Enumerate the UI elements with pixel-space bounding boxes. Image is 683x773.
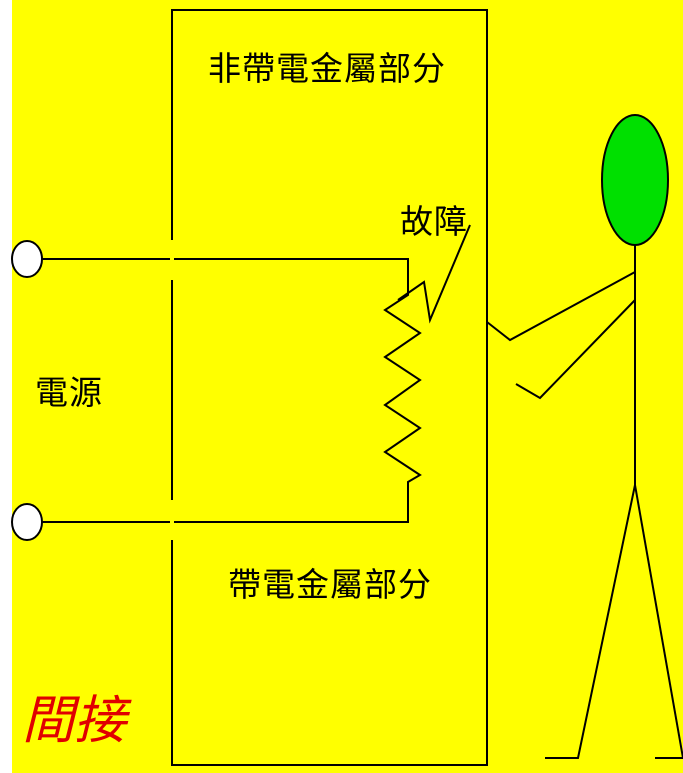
enclosure-box [171, 9, 488, 766]
person-head [601, 114, 669, 246]
terminal-top [11, 240, 43, 278]
yellow-background [12, 0, 683, 773]
person-arm-upper [486, 271, 636, 342]
label-fault: 故障 [400, 202, 468, 241]
person-arm-lower [515, 299, 636, 400]
fault-path [397, 224, 471, 324]
wire-top [42, 258, 409, 285]
person-leg-right [634, 484, 683, 759]
wire-bottom [42, 490, 409, 523]
terminal-bottom [11, 503, 43, 541]
label-power-source: 電源 [35, 373, 103, 412]
diagram-title: 間接 [22, 691, 127, 751]
label-non-live-metal: 非帶電金屬部分 [208, 49, 446, 88]
person-leg-left [545, 484, 636, 759]
label-live-metal: 帶電金屬部分 [228, 565, 432, 604]
load-resistor [383, 285, 422, 490]
